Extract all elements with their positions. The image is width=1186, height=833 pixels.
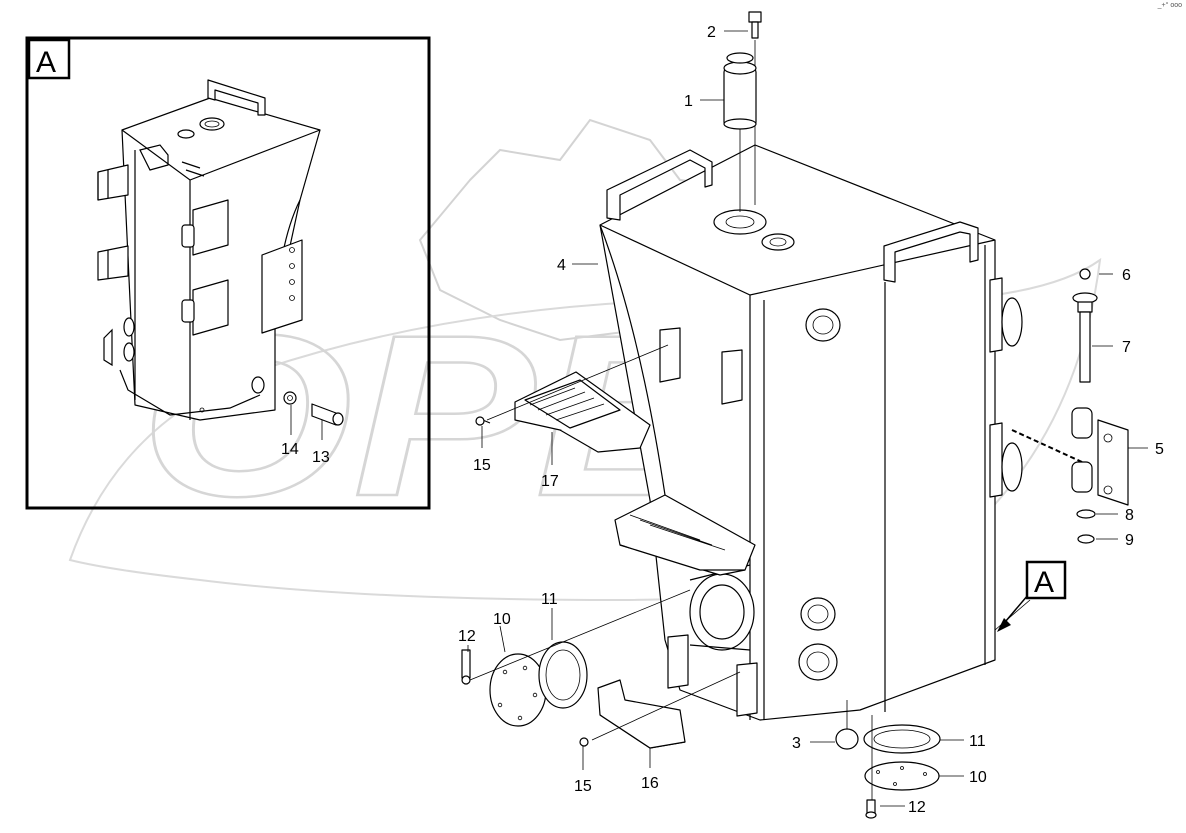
- step-upper: [614, 494, 756, 576]
- callout-10-bottom: 10: [969, 769, 987, 786]
- callout-15-upper: 15: [473, 457, 491, 474]
- view-tag-box: [1025, 560, 1067, 600]
- filter-element-1: [723, 52, 757, 130]
- detail-tag-box: [27, 38, 71, 80]
- leader-lines: [467, 30, 1148, 807]
- callout-11-left: 11: [541, 591, 558, 608]
- watermark-swoosh: [68, 257, 1102, 602]
- callout-14: 14: [281, 441, 299, 458]
- detail-tag-label: A: [36, 46, 56, 79]
- callout-10-left: 10: [493, 611, 511, 628]
- left-cover-assembly: [461, 589, 691, 727]
- callout-4: 4: [557, 257, 566, 274]
- callout-17: 17: [541, 473, 559, 490]
- detail-tank: [97, 79, 344, 440]
- view-tag-label: A: [1034, 566, 1054, 599]
- detail-view-a: A: [25, 36, 431, 510]
- bolt-2: [748, 11, 762, 39]
- callout-9: 9: [1125, 532, 1134, 549]
- callout-8: 8: [1125, 507, 1134, 524]
- bottom-cover-assembly: [835, 700, 941, 819]
- detail-frame: [25, 36, 431, 510]
- callout-12-bottom: 12: [908, 799, 926, 816]
- callout-16: 16: [641, 775, 659, 792]
- callout-12-left: 12: [458, 628, 476, 645]
- step-16: [579, 671, 741, 749]
- hinge-assembly: [1071, 268, 1129, 544]
- callout-1: 1: [684, 93, 693, 110]
- callout-7: 7: [1122, 339, 1131, 356]
- step-17: [475, 344, 669, 453]
- callout-13: 13: [312, 449, 330, 466]
- callouts: 2 1 4 6 7 5 8 9 15 17 11 10 12 3 11 10 1…: [458, 24, 1164, 816]
- callout-6: 6: [1122, 267, 1131, 284]
- hydraulic-tank: [599, 40, 1083, 721]
- callout-3: 3: [792, 735, 801, 752]
- view-arrow-a: A: [997, 560, 1067, 632]
- callout-2: 2: [707, 24, 716, 41]
- callout-11-bottom: 11: [969, 733, 986, 750]
- callout-5: 5: [1155, 441, 1164, 458]
- callout-15-lower: 15: [574, 778, 592, 795]
- corner-mark: _+° ooo: [1157, 2, 1182, 9]
